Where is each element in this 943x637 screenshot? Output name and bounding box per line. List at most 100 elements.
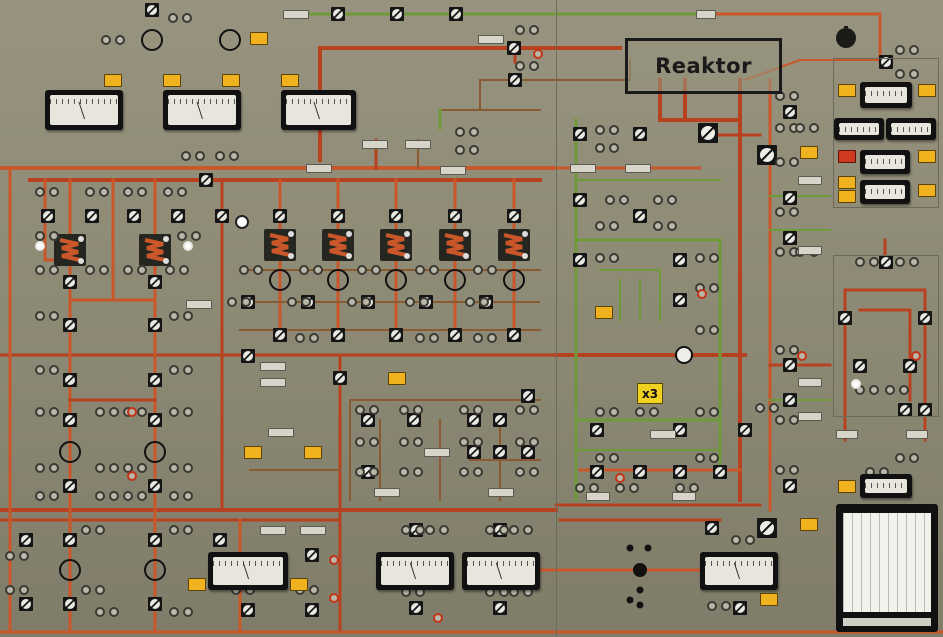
push-button-icon[interactable]: [49, 187, 59, 197]
push-button-icon[interactable]: [127, 471, 137, 481]
push-button-icon[interactable]: [183, 463, 193, 473]
valve-icon[interactable]: [918, 403, 932, 417]
valve-icon[interactable]: [903, 359, 917, 373]
valve-icon[interactable]: [705, 521, 719, 535]
push-button-icon[interactable]: [413, 467, 423, 477]
push-button-icon[interactable]: [313, 265, 323, 275]
push-button-icon[interactable]: [429, 333, 439, 343]
push-button-icon[interactable]: [99, 265, 109, 275]
push-button-icon[interactable]: [609, 125, 619, 135]
push-button-icon[interactable]: [413, 405, 423, 415]
push-button-icon[interactable]: [95, 607, 105, 617]
push-button-icon[interactable]: [885, 385, 895, 395]
push-button-icon[interactable]: [115, 35, 125, 45]
valve-icon[interactable]: [738, 423, 752, 437]
push-button-icon[interactable]: [789, 345, 799, 355]
push-button-icon[interactable]: [529, 405, 539, 415]
push-button-icon[interactable]: [413, 437, 423, 447]
valve-icon[interactable]: [241, 603, 255, 617]
push-button-icon[interactable]: [469, 145, 479, 155]
valve-icon[interactable]: [783, 393, 797, 407]
valve-icon[interactable]: [467, 445, 481, 459]
push-button-icon[interactable]: [433, 613, 443, 623]
push-button-icon[interactable]: [709, 407, 719, 417]
push-button-icon[interactable]: [439, 525, 449, 535]
valve-icon[interactable]: [213, 533, 227, 547]
valve-icon[interactable]: [573, 253, 587, 267]
push-button-icon[interactable]: [329, 593, 339, 603]
push-button-icon[interactable]: [137, 407, 147, 417]
push-button-icon[interactable]: [667, 195, 677, 205]
valve-icon[interactable]: [145, 3, 159, 17]
push-button-icon[interactable]: [529, 437, 539, 447]
valve-icon[interactable]: [918, 311, 932, 325]
push-button-icon[interactable]: [95, 585, 105, 595]
push-button-icon[interactable]: [809, 123, 819, 133]
valve-icon[interactable]: [148, 533, 162, 547]
push-button-icon[interactable]: [653, 195, 663, 205]
valve-icon[interactable]: [407, 413, 421, 427]
push-button-icon[interactable]: [797, 351, 807, 361]
push-button-icon[interactable]: [49, 463, 59, 473]
valve-icon[interactable]: [673, 423, 687, 437]
push-button-icon[interactable]: [721, 601, 731, 611]
valve-icon[interactable]: [633, 209, 647, 223]
push-button-icon[interactable]: [35, 231, 45, 241]
push-button-icon[interactable]: [168, 13, 178, 23]
push-button-icon[interactable]: [473, 265, 483, 275]
push-button-icon[interactable]: [775, 465, 785, 475]
push-button-icon[interactable]: [609, 253, 619, 263]
push-button-icon[interactable]: [775, 345, 785, 355]
push-button-icon[interactable]: [109, 407, 119, 417]
push-button-icon[interactable]: [329, 555, 339, 565]
push-button-icon[interactable]: [911, 351, 921, 361]
valve-icon[interactable]: [673, 293, 687, 307]
push-button-icon[interactable]: [485, 525, 495, 535]
push-button-icon[interactable]: [605, 195, 615, 205]
push-button-icon[interactable]: [675, 483, 685, 493]
push-button-icon[interactable]: [399, 437, 409, 447]
valve-icon[interactable]: [493, 413, 507, 427]
valve-icon[interactable]: [673, 465, 687, 479]
valve-icon[interactable]: [148, 318, 162, 332]
valve-icon[interactable]: [333, 371, 347, 385]
push-button-icon[interactable]: [459, 437, 469, 447]
push-button-icon[interactable]: [775, 207, 785, 217]
valve-icon[interactable]: [733, 601, 747, 615]
push-button-icon[interactable]: [229, 151, 239, 161]
push-button-icon[interactable]: [369, 437, 379, 447]
valve-icon[interactable]: [63, 318, 77, 332]
valve-icon[interactable]: [590, 423, 604, 437]
push-button-icon[interactable]: [169, 607, 179, 617]
push-button-icon[interactable]: [575, 483, 585, 493]
valve-icon[interactable]: [331, 7, 345, 21]
push-button-icon[interactable]: [169, 365, 179, 375]
valve-icon[interactable]: [389, 209, 403, 223]
push-button-icon[interactable]: [137, 187, 147, 197]
push-button-icon[interactable]: [609, 453, 619, 463]
push-button-icon[interactable]: [35, 265, 45, 275]
push-button-icon[interactable]: [473, 467, 483, 477]
valve-icon[interactable]: [633, 465, 647, 479]
push-button-icon[interactable]: [529, 467, 539, 477]
push-button-icon[interactable]: [595, 221, 605, 231]
valve-icon[interactable]: [783, 191, 797, 205]
push-button-icon[interactable]: [789, 465, 799, 475]
valve-icon[interactable]: [783, 231, 797, 245]
push-button-icon[interactable]: [695, 407, 705, 417]
push-button-icon[interactable]: [667, 221, 677, 231]
push-button-icon[interactable]: [177, 231, 187, 241]
push-button-icon[interactable]: [695, 453, 705, 463]
push-button-icon[interactable]: [515, 467, 525, 477]
push-button-icon[interactable]: [455, 145, 465, 155]
push-button-icon[interactable]: [301, 297, 311, 307]
push-button-icon[interactable]: [795, 123, 805, 133]
valve-icon[interactable]: [521, 389, 535, 403]
push-button-icon[interactable]: [399, 467, 409, 477]
push-button-icon[interactable]: [5, 551, 15, 561]
push-button-icon[interactable]: [595, 125, 605, 135]
valve-icon[interactable]: [63, 479, 77, 493]
valve-icon[interactable]: [838, 311, 852, 325]
push-button-icon[interactable]: [697, 289, 707, 299]
push-button-icon[interactable]: [909, 69, 919, 79]
